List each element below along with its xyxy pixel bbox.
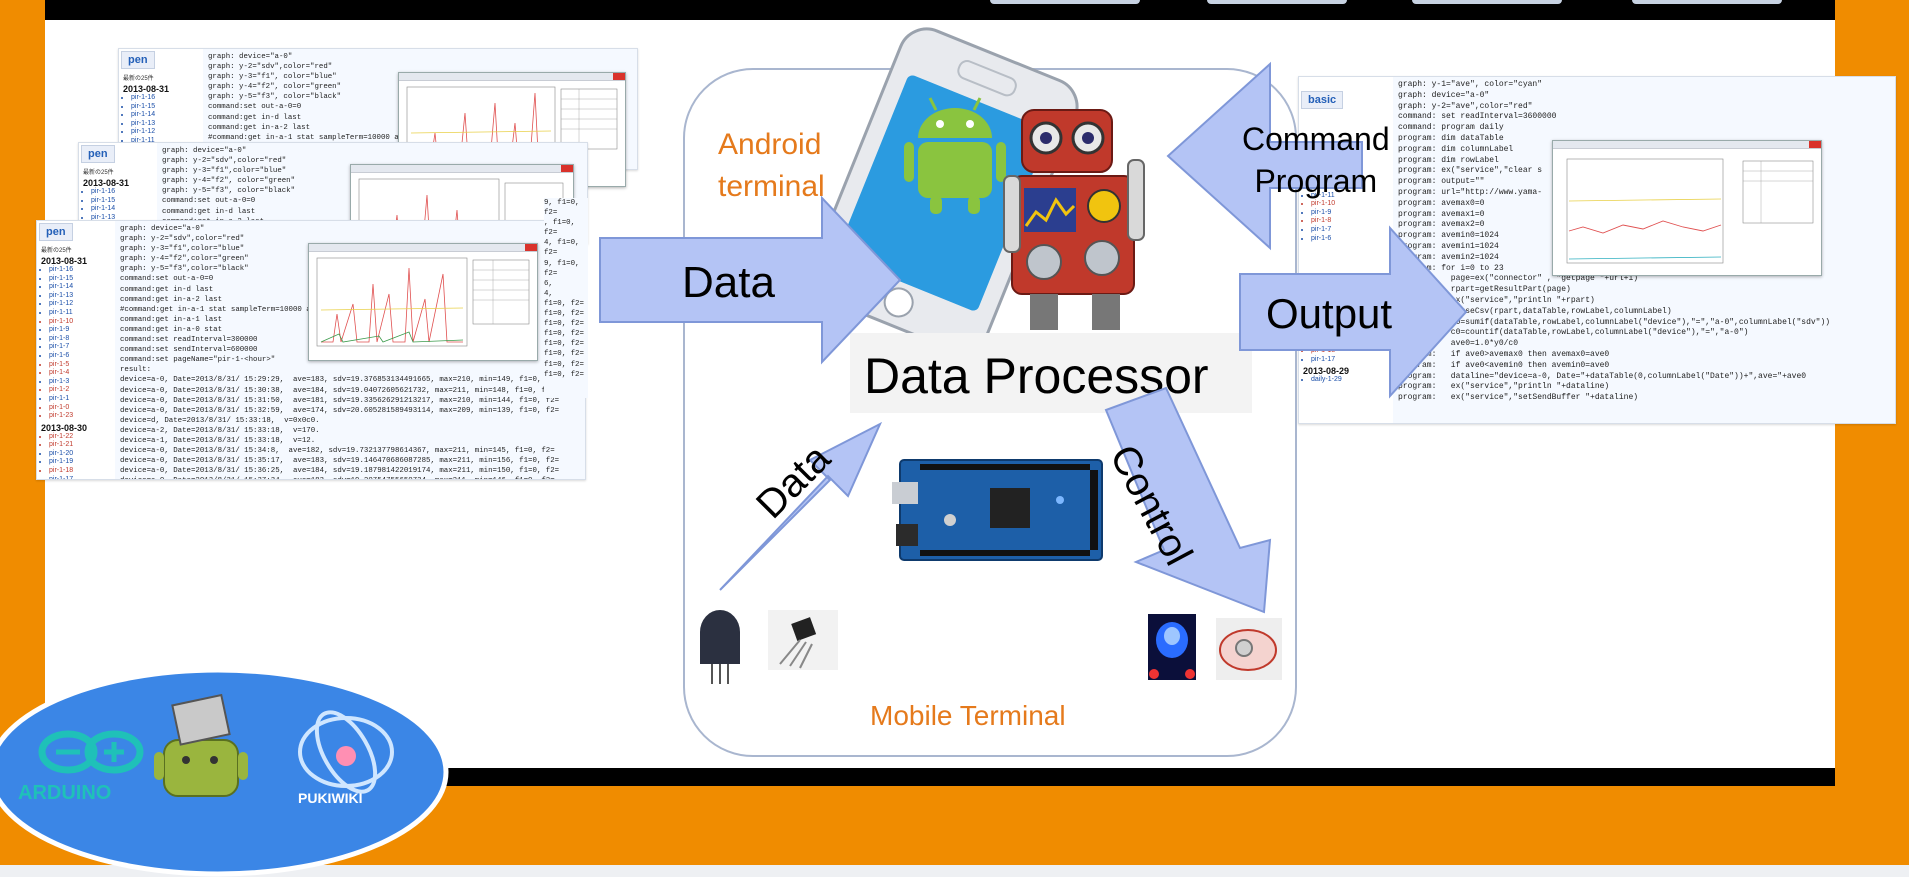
list-item[interactable]: pir-1-6 [49, 352, 113, 361]
list-item[interactable]: pir-1-10 [49, 318, 113, 327]
fragment: 9, f1=0, f2= [544, 259, 580, 278]
list-item[interactable]: pir-1-14 [131, 111, 201, 120]
pukiwiki-logo-text: PUKIWIKI [298, 790, 363, 806]
list-item[interactable]: pir-1-9 [49, 326, 113, 335]
list-item[interactable]: daily-1-29 [1311, 376, 1391, 385]
close-icon[interactable] [1809, 141, 1821, 148]
top-button-1[interactable] [990, 0, 1140, 4]
page-list: pir-1-22 pir-1-21 pir-1-20 pir-1-19 pir-… [37, 433, 113, 479]
tab-pen[interactable]: pen [121, 51, 155, 69]
fragment: f1=0, f2= [544, 360, 584, 369]
list-item[interactable]: pir-1-15 [91, 197, 155, 206]
date-heading: 2013-08-31 [83, 178, 130, 188]
list-item[interactable]: pir-1-7 [1311, 226, 1391, 235]
fragment: 9, f1=0, f2= [544, 199, 580, 218]
fragment: , f1=0, f2= [544, 219, 576, 238]
bottom-bar [45, 768, 1835, 786]
mobile-terminal-label: Mobile Terminal [870, 700, 1066, 731]
list-item[interactable]: pir-1-17 [49, 476, 113, 479]
list-item[interactable]: pir-1-13 [91, 214, 155, 223]
top-button-2[interactable] [1207, 0, 1347, 4]
bottom-strip [0, 865, 1909, 877]
list-item[interactable]: pir-1-2 [49, 386, 113, 395]
close-icon[interactable] [525, 244, 537, 251]
list-item[interactable]: pir-1-11 [49, 309, 113, 318]
list-item[interactable]: pir-1-19 [1311, 338, 1391, 347]
tab-basic[interactable]: basic [1301, 91, 1344, 109]
list-item[interactable]: pir-1-14 [49, 283, 113, 292]
arrow-data-in-label: Data [682, 258, 775, 307]
list-item[interactable]: pir-1-20 [49, 450, 113, 459]
list-item[interactable]: pir-1-17 [1311, 356, 1391, 365]
fragment: f1=0, f2= [544, 310, 584, 319]
list-item[interactable]: pir-1-0 [49, 404, 113, 413]
close-icon[interactable] [613, 73, 625, 80]
date-heading: 2013-08-31 [123, 84, 170, 94]
fragment: 4, f1=0, f2= [544, 239, 580, 258]
graph-window-4 [1552, 140, 1822, 276]
list-item[interactable]: pir-1-15 [49, 275, 113, 284]
data-processor-label: Data Processor [864, 348, 1209, 404]
list-item[interactable]: pir-1-13 [49, 292, 113, 301]
top-button-3[interactable] [1412, 0, 1562, 4]
list-item[interactable]: pir-1-16 [49, 266, 113, 275]
list-item[interactable]: pir-1-9 [1311, 209, 1391, 218]
top-button-4[interactable] [1632, 0, 1782, 4]
list-item[interactable]: pir-1-5 [49, 361, 113, 370]
list-item[interactable]: pir-1-22 [49, 433, 113, 442]
tab-pen[interactable]: pen [39, 223, 73, 241]
recent-label: 最新の25件 [41, 248, 72, 254]
list-item[interactable]: pir-1-23 [49, 412, 113, 421]
page-list: pir-1-16 pir-1-15 pir-1-14 pir-1-13 pir-… [119, 94, 201, 146]
fragment: f1=0, f2= [544, 350, 584, 359]
list-item[interactable]: pir-1-8 [1311, 217, 1391, 226]
list-item[interactable]: pir-1-21 [49, 441, 113, 450]
fragment: f1=0, f2= [544, 320, 584, 329]
list-item[interactable]: pir-1-12 [49, 300, 113, 309]
list-item[interactable]: pir-1-15 [131, 103, 201, 112]
graph-window-3 [308, 243, 538, 361]
fragment: f1=0, f2= [544, 299, 584, 308]
list-item[interactable]: pir-1-6 [1311, 235, 1391, 244]
list-item[interactable]: pir-1-18 [49, 467, 113, 476]
list-item[interactable]: pir-1-8 [49, 335, 113, 344]
date-heading: 2013-08-30 [41, 422, 88, 433]
fragment: f1=0, f2= [544, 330, 584, 339]
list-item[interactable]: pir-1-3 [49, 378, 113, 387]
arrow-command-label: Command Program [1242, 121, 1390, 199]
date-heading: 2013-08-29 [1303, 366, 1350, 377]
arduino-logo-text: ARDUINO [18, 782, 112, 804]
list-item[interactable]: pir-1-1 [49, 395, 113, 404]
list-item[interactable]: pir-1-7 [49, 343, 113, 352]
recent-label: 最新の25件 [83, 170, 114, 176]
page-list: pir-1-16 pir-1-15 pir-1-14 pir-1-13 [79, 188, 155, 222]
close-icon[interactable] [561, 165, 573, 172]
page-list: daily-1-29 [1299, 376, 1391, 385]
tab-pen[interactable]: pen [81, 145, 115, 163]
android-terminal-label: Android terminal [718, 128, 825, 203]
fragment: 6, [544, 279, 553, 288]
list-item[interactable]: pir-1-11 [131, 137, 201, 146]
fragment: f1=0, f2= [544, 340, 584, 349]
list-item[interactable]: pir-1-14 [91, 205, 155, 214]
list-item[interactable]: pir-1-16 [91, 188, 155, 197]
top-bar [45, 0, 1835, 20]
list-item[interactable]: pir-1-13 [131, 120, 201, 129]
arrow-output-label: Output [1266, 290, 1393, 337]
fragment: 4, [544, 289, 553, 298]
list-item[interactable]: pir-1-16 [131, 94, 201, 103]
list-item[interactable]: pir-1-4 [49, 369, 113, 378]
list-item[interactable]: pir-1-18 [1311, 347, 1391, 356]
fragment: f1=0, f2= [544, 370, 584, 379]
list-item[interactable]: pir-1-12 [131, 128, 201, 137]
result-fragments: 9, f1=0, f2= , f1=0, f2= 4, f1=0, f2= 9,… [544, 198, 588, 398]
date-heading: 2013-08-31 [41, 256, 88, 266]
list-item[interactable]: pir-1-19 [49, 458, 113, 467]
page-list: pir-1-16 pir-1-15 pir-1-14 pir-1-13 pir-… [37, 266, 113, 421]
recent-label: 最新の25件 [123, 76, 154, 82]
